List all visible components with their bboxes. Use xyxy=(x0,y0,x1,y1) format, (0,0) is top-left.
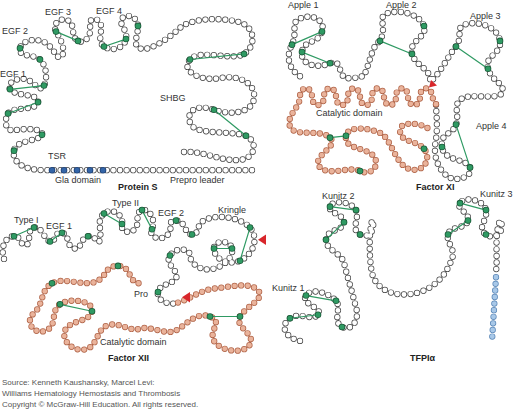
domain-label: Type I xyxy=(14,215,39,225)
domain-label: TSR xyxy=(48,151,66,161)
domain-label: Apple 4 xyxy=(476,121,507,131)
cysteine-residue xyxy=(8,26,246,151)
residue-chain xyxy=(285,200,502,341)
factor-xii-chain xyxy=(3,210,266,351)
domain-label: EGF 2 xyxy=(2,26,28,36)
cleavage-arrow xyxy=(182,292,190,302)
source-note: Copyright © McGraw-Hill Education. All r… xyxy=(2,400,198,410)
domain-label: Type II xyxy=(112,198,139,208)
domain-label: Apple 1 xyxy=(288,0,319,10)
residue-chain xyxy=(289,12,503,179)
cleavage-arrow xyxy=(429,80,437,87)
domain-label: Kunitz 2 xyxy=(322,191,355,201)
protein-name: Protein S xyxy=(118,182,158,192)
factor-xi-chain xyxy=(289,12,503,179)
domain-label: EGF 3 xyxy=(45,7,71,17)
cysteine-residue xyxy=(290,203,486,327)
cysteine-residue xyxy=(8,26,246,151)
cysteine-residue xyxy=(14,210,250,316)
residue-chain xyxy=(6,16,254,170)
source-note: Williams Hematology Hemostasis and Throm… xyxy=(2,389,180,399)
catalytic-chain xyxy=(289,88,436,172)
cysteine-residue xyxy=(292,26,500,171)
protein-name: Factor XII xyxy=(108,353,149,363)
catalytic-chain xyxy=(30,266,260,351)
domain-label: Kunitz 1 xyxy=(272,283,305,293)
basic-tail xyxy=(492,277,496,341)
protein-name: TFPIα xyxy=(410,353,435,363)
cysteine-residue xyxy=(14,210,250,316)
disulfide-bond xyxy=(292,32,488,168)
cysteine-residue xyxy=(292,26,500,171)
domain-label: Catalytic domain xyxy=(316,108,383,118)
domain-label: Prepro leader xyxy=(170,175,225,185)
bottom-panels xyxy=(3,200,502,351)
domain-label: EGF 4 xyxy=(96,6,122,16)
domain-label: Gla domain xyxy=(55,175,101,185)
residue-chain xyxy=(285,200,502,341)
protein-s-chain xyxy=(6,16,254,170)
domain-label: Pro xyxy=(134,289,148,299)
cleavage-arrow xyxy=(258,235,266,245)
gla-residue xyxy=(52,168,103,173)
catalytic-chain xyxy=(30,266,260,351)
residue-chain xyxy=(6,16,254,170)
domain-label: EGF 2 xyxy=(158,208,184,218)
domain-label: Kringle xyxy=(218,205,246,215)
residue-chain xyxy=(289,12,503,179)
catalytic-chain xyxy=(289,88,436,172)
disulfide-bond xyxy=(14,210,250,316)
cysteine-residue xyxy=(290,203,486,327)
domain-label: Catalytic domain xyxy=(100,337,167,347)
tfpi-chain xyxy=(285,200,502,341)
protein-name: Factor XI xyxy=(416,182,455,192)
basic-tail xyxy=(492,277,496,341)
domain-label: Apple 2 xyxy=(386,0,417,10)
top-panels xyxy=(6,12,503,179)
domain-label: EGF 1 xyxy=(0,69,26,79)
domain-label: Apple 3 xyxy=(470,11,501,21)
gla-residue xyxy=(52,167,103,173)
domain-label: Kunitz 3 xyxy=(480,189,513,199)
source-note: Source: Kenneth Kaushansky, Marcel Levi: xyxy=(2,378,154,388)
disulfide-bond xyxy=(290,203,486,318)
domain-label: EGF 1 xyxy=(46,221,72,231)
domain-label: SHBG xyxy=(160,93,186,103)
